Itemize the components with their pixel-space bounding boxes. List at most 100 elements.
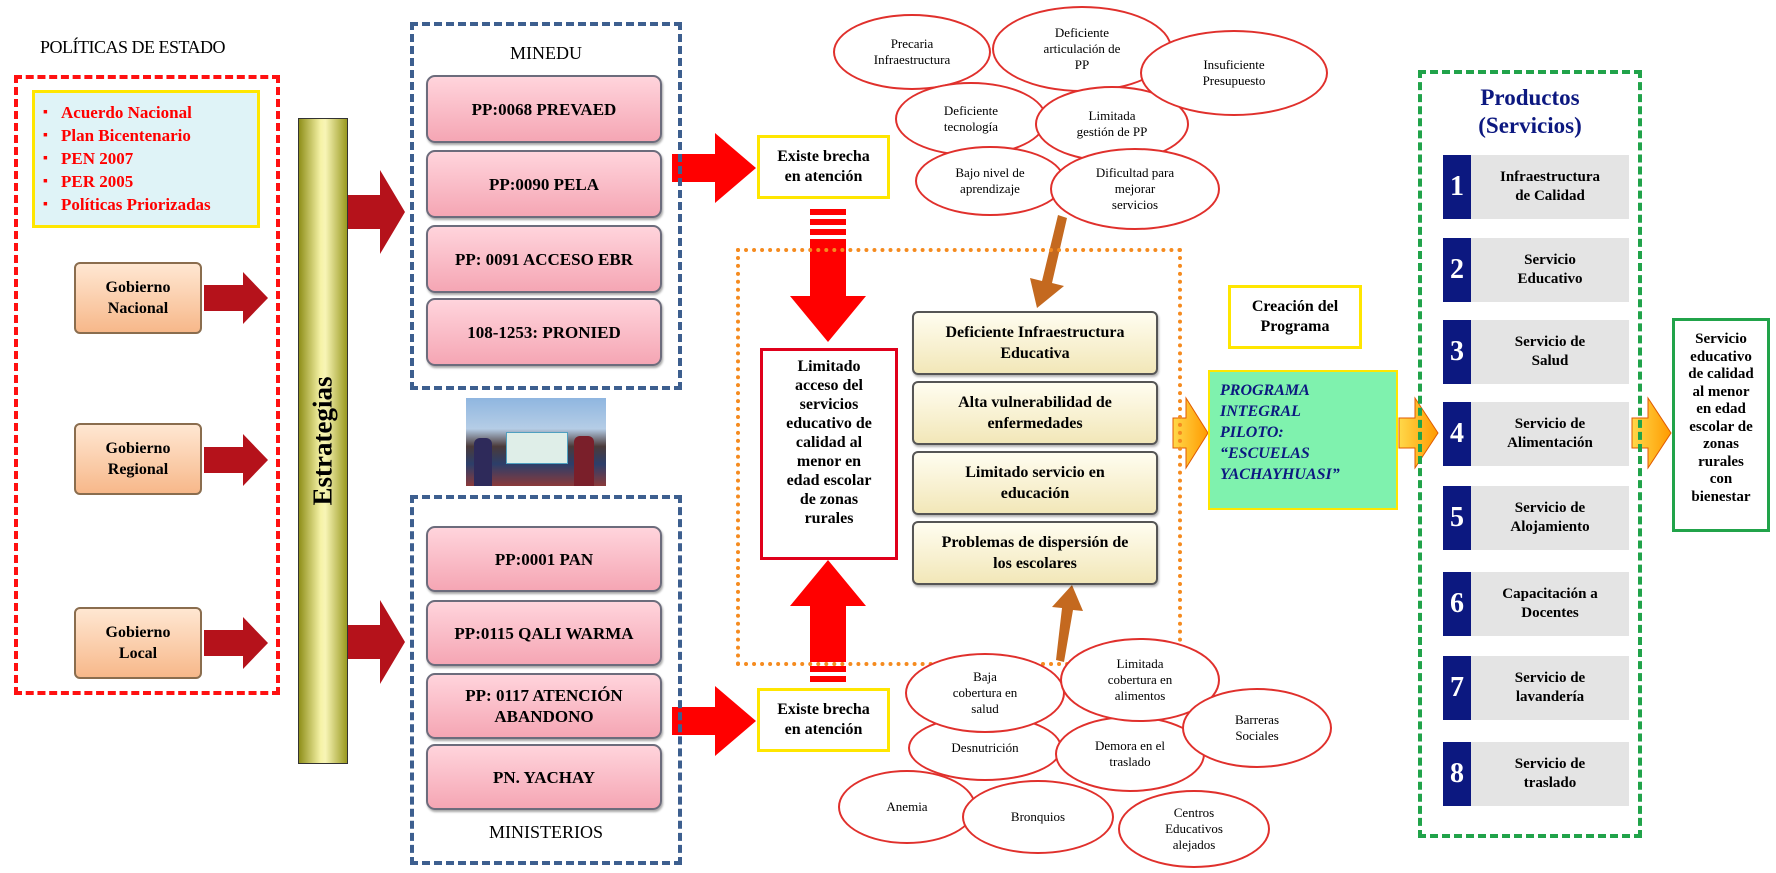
product-line-2: traslado <box>1523 775 1577 791</box>
arrow-to-ministerios <box>345 600 405 684</box>
politicas-title: POLÍTICAS DE ESTADO <box>40 37 226 57</box>
ellipse-text: Limitada <box>1088 108 1136 123</box>
product-label: Servicio Educativo <box>1471 238 1629 302</box>
brecha-box-top: Existe brecha en atención <box>757 135 890 199</box>
problema-line: calidad al <box>795 434 863 451</box>
brecha-line-1: Existe brecha <box>777 148 870 165</box>
ellipse-text: Anemia <box>886 799 928 814</box>
ellipse-text: Barreras <box>1234 712 1280 727</box>
product-number: 8 <box>1443 742 1471 806</box>
product-line-1: Servicio <box>1524 252 1576 268</box>
top-ellipse-dificultad: Dificultad para mejorar servicios <box>1050 148 1220 230</box>
product-label: Servicio de Alimentación <box>1471 402 1629 466</box>
problema-line: acceso del <box>795 377 863 394</box>
ellipse-text: Sociales <box>1235 728 1279 743</box>
estrategias-bar: Estrategias <box>298 118 348 764</box>
program-line-1: PP: 0117 ATENCIÓN <box>465 686 623 705</box>
minedu-program: PP:0090 PELA <box>426 150 662 218</box>
programa-line: “ESCUELAS <box>1220 445 1310 462</box>
bottom-ellipse-bronquios: Bronquios <box>962 780 1114 854</box>
ministerio-program-abandono: PP: 0117 ATENCIÓN ABANDONO <box>426 673 662 739</box>
product-line-1: Infraestructura <box>1500 169 1600 185</box>
product-line-2: Salud <box>1531 353 1569 369</box>
gobierno-label-1: Gobierno <box>105 440 171 457</box>
gobierno-label-1: Gobierno <box>105 279 171 296</box>
ellipse-text: cobertura en <box>952 685 1018 700</box>
problema-line: educativo de <box>786 415 872 432</box>
resultado-line: rurales <box>1698 453 1744 470</box>
gobierno-nacional-box: Gobierno Nacional <box>74 262 202 334</box>
resultado-line: Servicio <box>1695 331 1747 347</box>
bottom-ellipse-demora: Demora en el traslado <box>1055 716 1205 792</box>
ellipse-text: Bajo nivel de <box>955 165 1025 180</box>
resultado-line: con <box>1709 471 1733 487</box>
ellipse-text: aprendizaje <box>960 181 1020 196</box>
cause-line-1: Problemas de dispersión de <box>941 534 1129 551</box>
program-line-2: ABANDONO <box>494 707 594 726</box>
problema-line: menor en <box>796 453 862 470</box>
top-ellipse-bajo-nivel: Bajo nivel de aprendizaje <box>915 146 1065 216</box>
cause-line-1: Alta vulnerabilidad de <box>958 394 1112 411</box>
arrow-up-to-problema <box>790 560 866 662</box>
creacion-line-2: Programa <box>1260 318 1330 335</box>
arrow-to-brecha-top <box>672 133 756 203</box>
ellipse-text: Precaria <box>890 36 934 51</box>
programa-line: PILOTO: <box>1220 424 1284 441</box>
resultado-box: Servicio educativo de calidad al menor e… <box>1672 318 1770 532</box>
top-ellipse-presupuesto: Insuficiente Presupuesto <box>1140 30 1328 116</box>
resultado-line: al menor <box>1692 383 1750 400</box>
cause-box: Deficiente Infraestructura Educativa <box>912 311 1158 375</box>
brecha-box-bottom: Existe brecha en atención <box>757 688 890 752</box>
children-photo <box>466 398 606 486</box>
ellipse-text: Dificultad para <box>1095 165 1175 180</box>
product-number: 5 <box>1443 486 1471 550</box>
productos-title: Productos (Servicios) <box>1418 84 1642 140</box>
product-label: Infraestructura de Calidad <box>1471 155 1629 219</box>
ministerios-title: MINISTERIOS <box>488 822 603 842</box>
ellipse-text: Deficiente <box>943 103 999 118</box>
cause-line-1: Limitado servicio en <box>965 464 1105 481</box>
productos-title-1: Productos <box>1480 85 1580 110</box>
bottom-ellipse-barreras: Barreras Sociales <box>1182 688 1332 768</box>
cause-line-2: Educativa <box>1000 345 1070 362</box>
politica-item: Acuerdo Nacional <box>43 101 257 124</box>
product-line-1: Servicio de <box>1514 334 1586 350</box>
resultado-line: bienestar <box>1691 488 1751 505</box>
politicas-list: Acuerdo Nacional Plan Bicentenario PEN 2… <box>35 93 257 216</box>
ellipse-text: tecnología <box>943 119 999 134</box>
ellipse-text: Educativos <box>1165 821 1223 836</box>
problema-line: de zonas <box>799 491 859 508</box>
politicas-container <box>14 75 280 695</box>
creacion-line-1: Creación del <box>1251 298 1339 315</box>
product-label: Servicio de Salud <box>1471 320 1629 384</box>
ministerios-container <box>410 495 682 865</box>
product-label: Capacitación a Docentes <box>1471 572 1629 636</box>
gobierno-label-2: Regional <box>107 461 169 478</box>
resultado-line: en edad <box>1696 401 1746 417</box>
product-number: 7 <box>1443 656 1471 720</box>
bottom-ellipse-baja-cobertura: Baja cobertura en salud <box>905 653 1065 733</box>
product-line-2: Educativo <box>1517 271 1583 287</box>
gobierno-label-2: Nacional <box>107 300 169 317</box>
ellipse-text: Deficiente <box>1054 25 1110 40</box>
problema-central-box: Limitado acceso del servicios educativo … <box>760 348 898 560</box>
minedu-program: PP: 0091 ACCESO EBR <box>426 225 662 293</box>
gobierno-label-2: Local <box>118 645 158 662</box>
product-line-2: Alimentación <box>1507 435 1593 451</box>
ellipse-text: Baja <box>973 669 997 684</box>
ellipse-text: Infraestructura <box>873 52 951 67</box>
ellipse-text: articulación de <box>1043 41 1121 56</box>
top-ellipse-precaria: Precaria Infraestructura <box>833 14 991 90</box>
problema-line: edad escolar <box>786 472 872 489</box>
arrow-to-minedu <box>345 170 405 254</box>
ellipse-text: Limitada <box>1116 656 1164 671</box>
product-number: 3 <box>1443 320 1471 384</box>
product-number: 2 <box>1443 238 1471 302</box>
product-line-1: Servicio de <box>1514 500 1586 516</box>
cause-line-2: enfermedades <box>987 415 1083 432</box>
ellipse-text: PP <box>1074 57 1090 72</box>
minedu-title: MINEDU <box>510 43 582 63</box>
bottom-ellipse-centros: Centros Educativos alejados <box>1118 790 1270 868</box>
arrow-gobierno-nacional <box>204 272 268 324</box>
product-line-1: Servicio de <box>1514 670 1586 686</box>
